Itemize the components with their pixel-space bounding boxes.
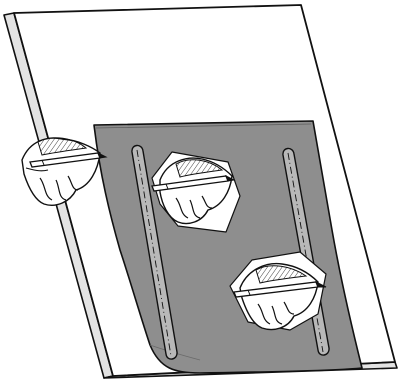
hand-center: [151, 151, 241, 233]
pen-icon: [151, 174, 236, 192]
pen-icon: [233, 280, 327, 298]
hand-left: [21, 137, 108, 206]
hand-lower-right: [229, 251, 327, 331]
slot-left: [131, 144, 178, 360]
pen-icon: [29, 151, 108, 168]
